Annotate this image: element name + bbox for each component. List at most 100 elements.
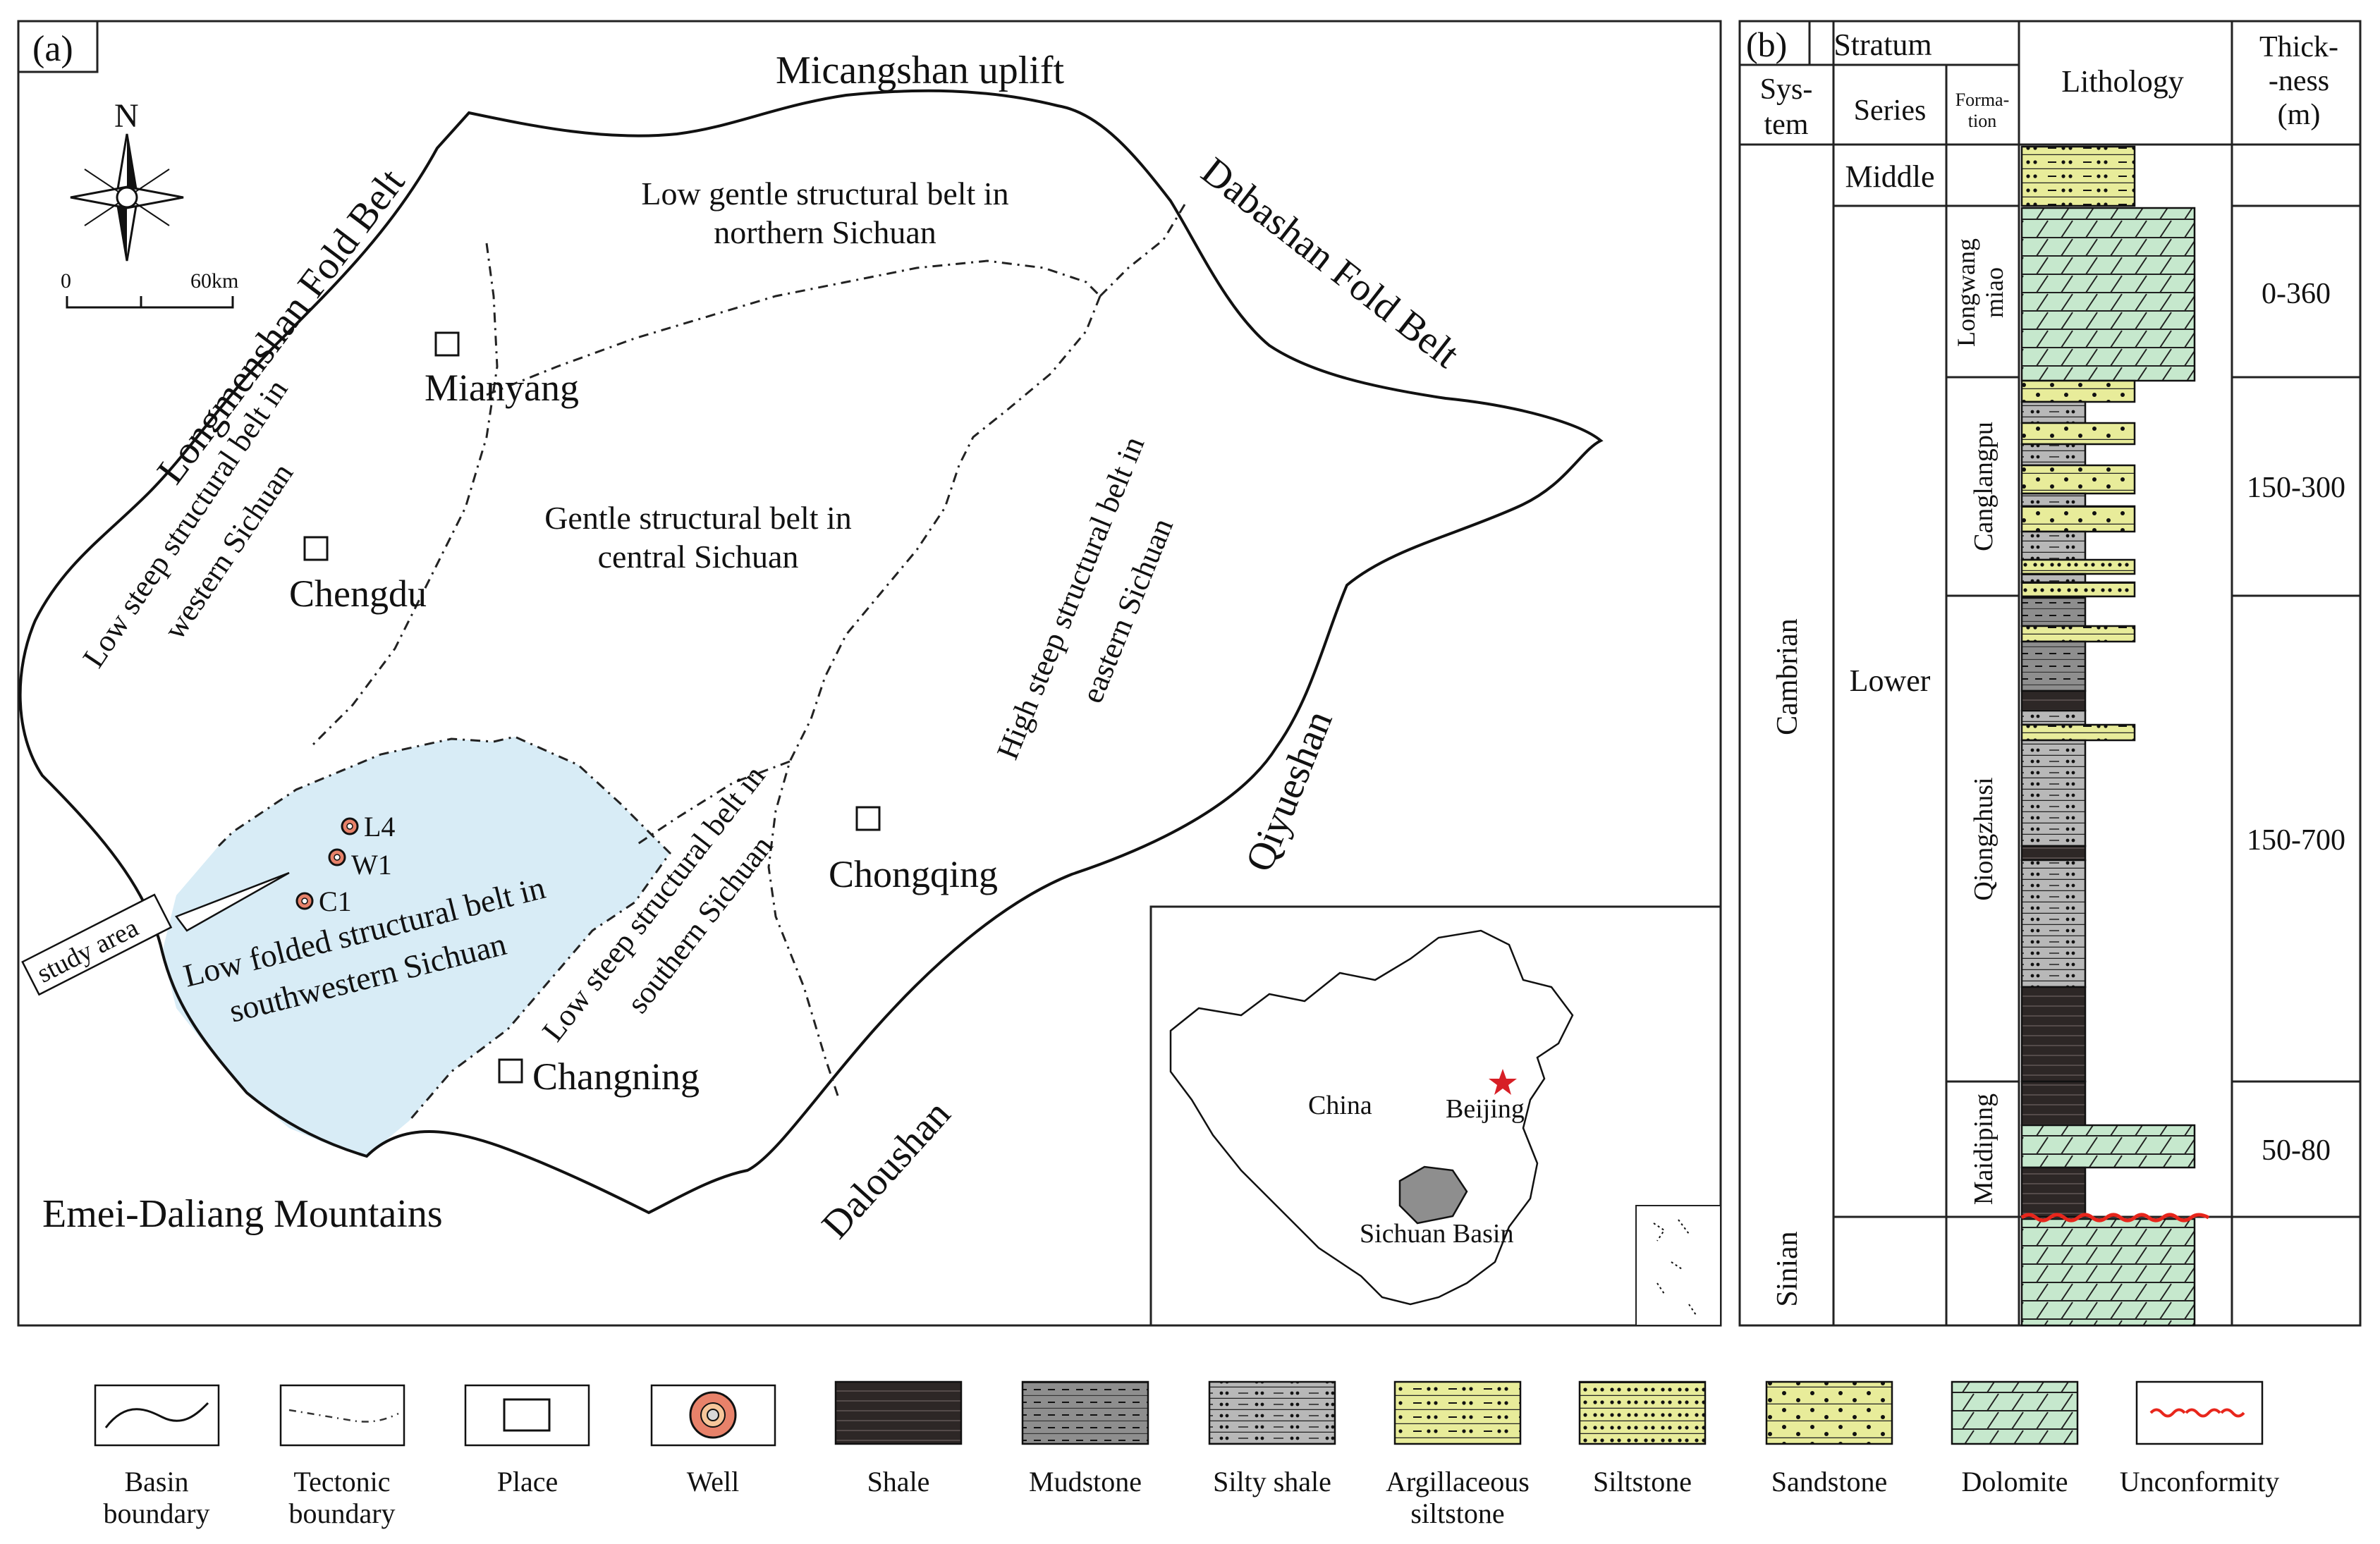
legend-label: Mudstone	[1029, 1466, 1142, 1497]
beijing-star-icon	[1489, 1069, 1517, 1095]
canglangpu-sandstone-bed-4	[2020, 505, 2136, 533]
place-marker	[434, 331, 460, 357]
qiongzhusi-mudstone-bed-1	[2020, 596, 2087, 627]
system-sinian: Sinian	[1771, 1231, 1804, 1306]
place-mianyang[interactable]: Mianyang	[425, 331, 579, 409]
maidiping-shale-bed-2	[2020, 1166, 2087, 1218]
legend-label: Silty shale	[1213, 1466, 1331, 1497]
silty-shale-swatch	[1208, 1380, 1336, 1445]
formation-canglangpu: Canglangpu	[1969, 422, 1998, 551]
legend-label: Tectonic	[293, 1466, 390, 1497]
well-label: L4	[364, 811, 395, 843]
micangshan-uplift-label: Micangshan uplift	[776, 49, 1064, 92]
qiongzhusi-argillaceous-bed-2	[2020, 723, 2136, 742]
header-stratum: Stratum	[1833, 27, 1932, 62]
china-inset: China Beijing Sichuan Basin	[1149, 905, 1722, 1327]
siltstone-swatch	[1578, 1380, 1707, 1445]
place-name: Chengdu	[289, 572, 427, 615]
inset-basin: Sichuan Basin	[1360, 1219, 1513, 1249]
place-chengdu[interactable]: Chengdu	[289, 536, 427, 615]
scale-end: 60km	[190, 269, 238, 293]
legend-item-place: Place	[464, 1384, 590, 1497]
formation-longwangmiao-2: miao	[1980, 267, 2008, 318]
canglangpu-sandstone-bed-2	[2020, 422, 2136, 446]
unconformity-swatch	[2149, 1408, 2245, 1418]
tectonic-boundaries	[309, 204, 1186, 1101]
legend-item-well: Well	[650, 1384, 776, 1497]
basin-boundary-swatch	[104, 1402, 209, 1428]
south-sea-box	[1635, 1205, 1721, 1326]
well-l4[interactable]: L4	[341, 811, 395, 843]
central-belt-line2: central Sichuan	[598, 539, 799, 575]
longwangmiao-dolomite-bed	[2020, 207, 2196, 382]
series-lower: Lower	[1850, 663, 1931, 698]
legend-label: Unconformity	[2120, 1466, 2280, 1497]
lithology-column[interactable]	[2020, 145, 2196, 1327]
thickness-maidiping: 50-80	[2262, 1134, 2331, 1167]
legend-label: Place	[497, 1466, 559, 1497]
canglangpu-silty-bed-2	[2020, 443, 2087, 467]
stratigraphic-column-panel: (b) Stratum Sys- tem Series Forma- tion …	[1738, 20, 2362, 1327]
mudstone-swatch	[1021, 1380, 1149, 1445]
scale-start: 0	[61, 269, 71, 293]
sichuan-basin-shape	[1398, 1165, 1468, 1225]
legend-item-basin-boundary: Basin boundary	[94, 1384, 220, 1529]
central-belt-line1: Gentle structural belt in	[544, 500, 852, 536]
formation-maidiping: Maidiping	[1969, 1093, 1998, 1205]
canglangpu-siltstone-bed-1	[2020, 558, 2136, 575]
header-lithology: Lithology	[2061, 64, 2184, 99]
qiongzhusi-mudstone-bed-2	[2020, 640, 2087, 692]
place-name: Chongqing	[829, 853, 998, 895]
header-thickness-2: -ness	[2269, 65, 2329, 97]
maidiping-shale-bed-1	[2020, 1080, 2087, 1127]
header-thickness-3: (m)	[2278, 99, 2321, 131]
compass-rose: N	[70, 97, 184, 262]
legend-item-shale: Shale	[834, 1380, 963, 1497]
legend-label-2: boundary	[103, 1497, 209, 1529]
legend-item-mudstone: Mudstone	[1021, 1380, 1149, 1497]
well-label: C1	[319, 886, 352, 917]
header-formation-2: tion	[1968, 111, 1996, 131]
emei-label: Emei-Daliang Mountains	[42, 1192, 443, 1236]
argillaceous-siltstone-swatch	[1393, 1380, 1522, 1445]
legend-item-tectonic-boundary: Tectonic boundary	[279, 1384, 405, 1529]
formation-longwangmiao: Longwang	[1952, 238, 1980, 347]
legend-item-dolomite: Dolomite	[1951, 1380, 2079, 1497]
place-changning[interactable]: Changning	[498, 1055, 700, 1098]
basin-boundary-line	[18, 89, 1604, 1215]
legend-item-siltstone: Siltstone	[1578, 1380, 1707, 1497]
place-chongqing[interactable]: Chongqing	[829, 806, 998, 895]
legend-item-sandstone: Sandstone	[1765, 1380, 1893, 1497]
series-middle: Middle	[1845, 159, 1934, 194]
map-panel: (a) Micangshan uplift Longmenshan Fold B…	[17, 20, 1722, 1327]
well-w1[interactable]: W1	[328, 848, 392, 881]
study-area-region[interactable]	[162, 737, 670, 1156]
well-c1[interactable]: C1	[295, 886, 352, 917]
legend-label: Well	[687, 1466, 740, 1497]
north-belt-line2: northern Sichuan	[714, 214, 936, 250]
qiongzhusi-shale-bed-2	[2020, 845, 2087, 862]
china-outline	[1169, 929, 1574, 1306]
thickness-qiongzhusi: 150-700	[2247, 824, 2345, 857]
legend-label: Sandstone	[1771, 1466, 1887, 1497]
canglangpu-silty-bed-1	[2020, 400, 2087, 424]
header-system-2: tem	[1764, 109, 1809, 141]
panel-a-label: (a)	[32, 29, 73, 69]
legend-label-2: siltstone	[1410, 1497, 1504, 1529]
legend-item-silty-shale: Silty shale	[1208, 1380, 1336, 1497]
qiongzhusi-silty-bed-1	[2020, 709, 2087, 726]
inset-beijing: Beijing	[1446, 1094, 1525, 1124]
formation-qiongzhusi: Qiongzhusi	[1969, 777, 1998, 900]
qiongzhusi-silty-bed-2	[2020, 739, 2087, 847]
header-formation: Forma-	[1955, 90, 2010, 110]
legend-label: Basin	[124, 1466, 188, 1497]
north-belt-line1: Low gentle structural belt in	[641, 176, 1008, 212]
dolomite-swatch	[1951, 1380, 2079, 1445]
legend-item-argillaceous-siltstone: Argillaceous siltstone	[1386, 1380, 1530, 1529]
sandstone-swatch	[1765, 1380, 1893, 1445]
qiongzhusi-silty-bed-3	[2020, 859, 2087, 988]
panel-b-label: (b)	[1746, 25, 1787, 64]
canglangpu-sandstone-bed-3	[2020, 464, 2136, 495]
legend: Basin boundary Tectonic boundary Place W…	[94, 1380, 2280, 1529]
middle-argillaceous-siltstone-bed	[2020, 145, 2136, 207]
